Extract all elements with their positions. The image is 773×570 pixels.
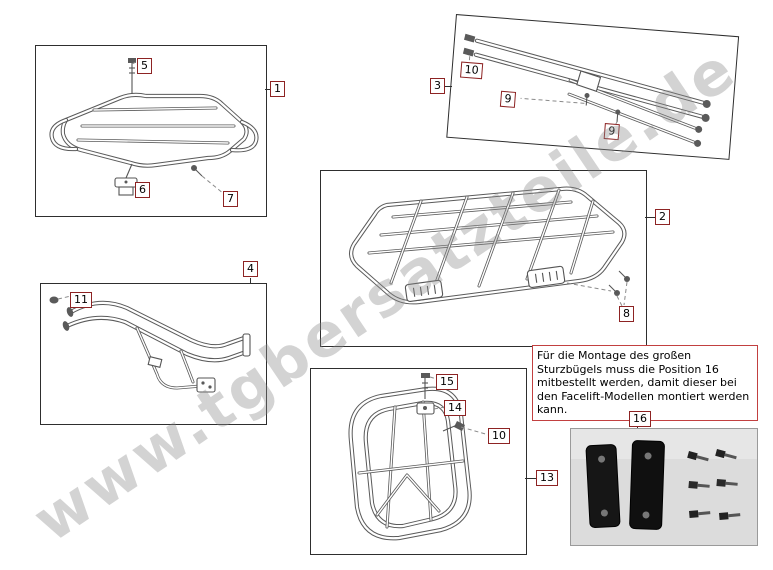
assembly-box-13 [310, 368, 527, 555]
ref-line-3 [445, 86, 452, 87]
part-ref-4: 4 [243, 261, 258, 277]
ref-line-16 [637, 426, 638, 429]
ref-line-1 [265, 89, 270, 90]
note-text: Für die Montage des großen Sturzbügels m… [537, 349, 750, 416]
bolt-8-drawing [608, 270, 630, 296]
large-rack-drawing [321, 171, 630, 307]
bolts-photo [687, 449, 741, 520]
bolt-10b-drawing [442, 421, 465, 432]
part-ref-16: 16 [629, 411, 651, 427]
clamp-14-drawing [416, 402, 435, 415]
callout-5: 5 [137, 58, 152, 74]
bull-bar-guard-drawing [311, 373, 490, 554]
ref-line-13 [525, 478, 536, 479]
assembly-box-4 [40, 283, 267, 425]
mount-plate-photo-right [629, 440, 665, 530]
bracket-9-drawing [576, 70, 621, 123]
bolt-15-drawing [421, 373, 430, 399]
assembly-box-1 [35, 45, 267, 217]
bolt-7-drawing [191, 165, 203, 177]
assembly-box-3: 10 9 9 [446, 14, 740, 160]
mount-plate-drawing [196, 377, 216, 393]
mount-plate-photo-left [585, 444, 621, 529]
bolt-5-drawing [128, 58, 136, 94]
callout-7: 7 [223, 191, 238, 207]
assembly-box-2 [320, 170, 647, 347]
rear-rack-drawing [36, 58, 266, 196]
part-ref-1: 1 [270, 81, 285, 97]
callout-11: 11 [70, 292, 92, 308]
callout-8: 8 [619, 306, 634, 322]
slotted-plate-left [404, 279, 444, 302]
note-box: Für die Montage des großen Sturzbügels m… [532, 345, 758, 421]
part-ref-13: 13 [536, 470, 558, 486]
mounting-kit-photo [570, 428, 758, 546]
callout-14: 14 [444, 400, 466, 416]
bolt-10-drawing [462, 33, 476, 57]
ref-line-2 [645, 217, 655, 218]
part-ref-3: 3 [430, 78, 445, 94]
callout-6: 6 [135, 182, 150, 198]
cap-11-drawing [49, 296, 59, 304]
mounting-kit-photo-drawing [571, 429, 757, 545]
bracket-6-drawing [114, 163, 138, 196]
callout-10b: 10 [488, 428, 510, 444]
slotted-plate-right [526, 265, 566, 288]
callout-10a: 10 [460, 61, 484, 80]
ref-line-4 [250, 278, 251, 283]
callout-9a: 9 [499, 90, 517, 108]
front-bumper-drawing [49, 295, 251, 393]
callout-15: 15 [436, 374, 458, 390]
support-bars-drawing [462, 33, 711, 147]
part-ref-2: 2 [655, 209, 670, 225]
callout-9b: 9 [603, 123, 620, 141]
